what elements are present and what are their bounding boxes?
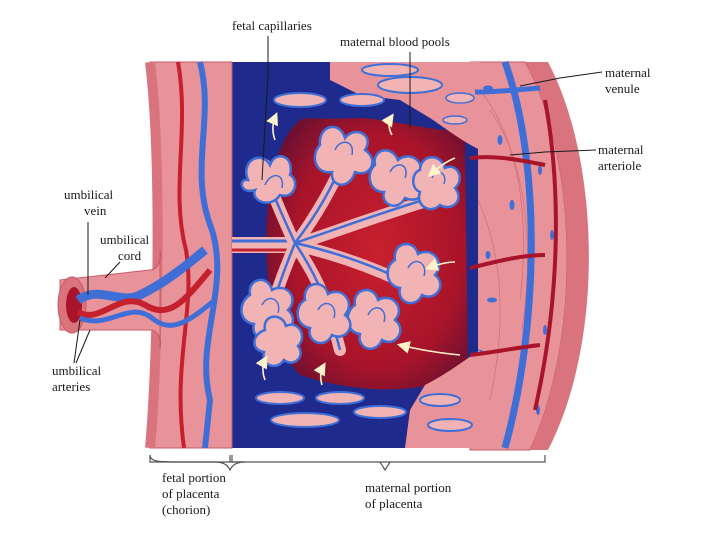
- label-text: arteries: [52, 379, 90, 394]
- chorion-artery: [176, 61, 191, 449]
- label-text: fetal portion: [162, 470, 226, 485]
- bottom-villi: [255, 391, 473, 432]
- label-text: fetal capillaries: [232, 18, 312, 33]
- chorion-edge: [145, 61, 163, 449]
- label-text: maternal portion: [365, 480, 452, 495]
- label-text: maternal blood pools: [340, 34, 450, 49]
- label-maternal-blood-pools: maternal blood pools: [340, 34, 450, 128]
- wall-vein: [501, 60, 535, 449]
- uterine-wall-outer: [525, 62, 589, 450]
- flow-arrows: [255, 112, 461, 386]
- label-text: of placenta: [162, 486, 220, 501]
- label-maternal-arteriole: maternal arteriole: [509, 142, 644, 173]
- label-text: maternal: [605, 65, 651, 80]
- label-text: of placenta: [365, 496, 423, 511]
- label-text: (chorion): [162, 502, 210, 517]
- maternal-portion-bracket: [231, 455, 546, 472]
- label-text: umbilical: [100, 232, 149, 247]
- label-text: umbilical: [64, 187, 113, 202]
- label-umbilical-vein: umbilical vein: [64, 187, 113, 295]
- label-maternal-venule: maternal venule: [519, 65, 651, 96]
- label-text: umbilical: [52, 363, 101, 378]
- label-text: maternal: [598, 142, 644, 157]
- label-text: venule: [605, 81, 640, 96]
- maternal-arteriole-vessels: [469, 155, 546, 357]
- label-text: vein: [84, 203, 107, 218]
- label-text: cord: [118, 248, 142, 263]
- umbilical-artery-vessel-2: [79, 298, 217, 328]
- chorion-vein: [197, 61, 221, 449]
- label-fetal-capillaries: fetal capillaries: [232, 18, 312, 181]
- wall-texture: [477, 89, 528, 401]
- maternal-portion-label: maternal portion of placenta: [365, 480, 452, 511]
- fetal-portion-label: fetal portion of placenta (chorion): [162, 470, 226, 517]
- umbilical-vein-vessel: [75, 246, 208, 304]
- umbilical-artery-vessel-1: [76, 268, 213, 318]
- label-text: arteriole: [598, 158, 642, 173]
- label-umbilical-cord: umbilical cord: [100, 232, 149, 279]
- fetal-portion-bracket: [149, 454, 246, 472]
- wall-artery: [533, 99, 558, 411]
- maternal-venule-vessel: [474, 85, 541, 95]
- label-umbilical-arteries: umbilical arteries: [52, 319, 101, 394]
- villus-tree: [232, 125, 461, 368]
